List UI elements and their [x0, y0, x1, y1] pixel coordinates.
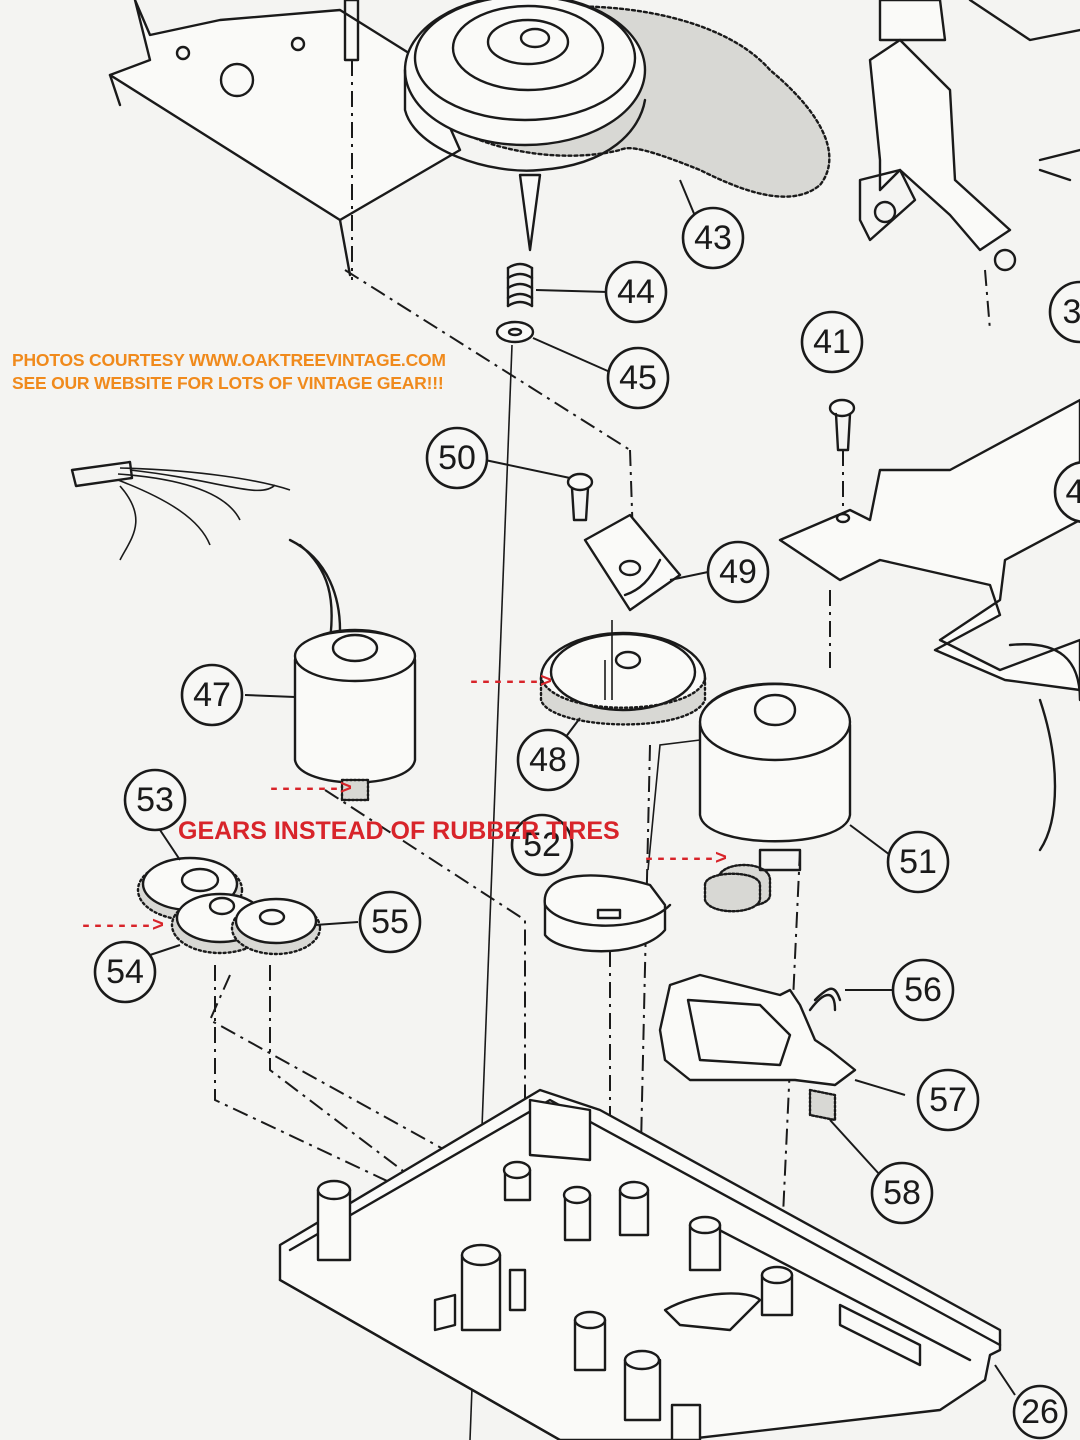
annotation-note: GEARS INSTEAD OF RUBBER TIRES: [178, 817, 620, 845]
svg-text:50: 50: [438, 439, 476, 477]
disc-52: [543, 874, 672, 953]
svg-text:41: 41: [813, 323, 851, 361]
callout-51: 51: [886, 830, 950, 894]
callout-3-partial: 3: [1048, 280, 1080, 344]
annotation-arrow-motor-47: ------>: [268, 778, 353, 801]
right-chassis-plate: [778, 398, 1080, 852]
screw-50: [484, 459, 594, 522]
callout-56: 56: [891, 958, 955, 1022]
svg-text:4: 4: [1066, 473, 1080, 511]
bracket-49: [583, 513, 709, 612]
motor-51: [647, 682, 891, 913]
callout-58: 58: [870, 1161, 934, 1225]
bottom-chassis-26: [278, 1088, 1016, 1440]
lever-57-spring-56-pad-58: [658, 973, 906, 1176]
svg-text:57: 57: [929, 1081, 967, 1119]
annotation-arrow-gear-54: ------>: [80, 915, 165, 938]
svg-text:3: 3: [1063, 293, 1080, 331]
callout-55: 55: [358, 890, 422, 954]
top-left-chassis-plate: [108, 0, 462, 280]
callout-4-partial: 4: [1053, 461, 1080, 523]
svg-text:52: 52: [523, 826, 561, 864]
svg-text:53: 53: [136, 781, 174, 819]
callout-43: 43: [681, 206, 745, 270]
callout-49: 49: [706, 540, 770, 604]
gear-cluster-53-54-55: [136, 829, 359, 956]
svg-text:55: 55: [371, 903, 409, 941]
callout-45: 45: [606, 346, 670, 410]
svg-text:49: 49: [719, 553, 757, 591]
callout-50: 50: [425, 426, 489, 490]
callout-53: 53: [123, 768, 187, 832]
callout-54: 54: [93, 940, 157, 1004]
svg-text:51: 51: [899, 843, 937, 881]
callout-26: 26: [1012, 1384, 1068, 1440]
annotation-arrow-motor-51: ------>: [643, 848, 728, 871]
svg-text:26: 26: [1021, 1393, 1059, 1431]
top-right-bracket: [858, 0, 1080, 331]
svg-text:58: 58: [883, 1174, 921, 1212]
credit-line-2: SEE OUR WEBSITE FOR LOTS OF VINTAGE GEAR…: [12, 373, 444, 393]
callout-44: 44: [604, 260, 668, 324]
callouts: 43 44 45 41 50 49 47 48 53 52 51 55 54 5…: [93, 206, 1080, 1440]
callout-48: 48: [516, 728, 580, 792]
motor-47: [70, 460, 417, 802]
callout-52: 52: [510, 813, 574, 877]
callout-57: 57: [916, 1068, 980, 1132]
svg-text:45: 45: [619, 359, 657, 397]
callout-41: 41: [800, 310, 864, 374]
svg-text:54: 54: [106, 953, 144, 991]
svg-text:43: 43: [694, 219, 732, 257]
flywheel-and-belt: [403, 0, 831, 252]
svg-text:56: 56: [904, 971, 942, 1009]
svg-text:44: 44: [617, 273, 655, 311]
annotation-arrow-gear-48: ------>: [468, 671, 553, 694]
callout-47: 47: [180, 663, 244, 727]
credit-line-1: PHOTOS COURTESY WWW.OAKTREEVINTAGE.COM: [12, 350, 446, 370]
svg-text:48: 48: [529, 741, 567, 779]
gear-48: [539, 620, 707, 739]
svg-text:47: 47: [193, 676, 231, 714]
